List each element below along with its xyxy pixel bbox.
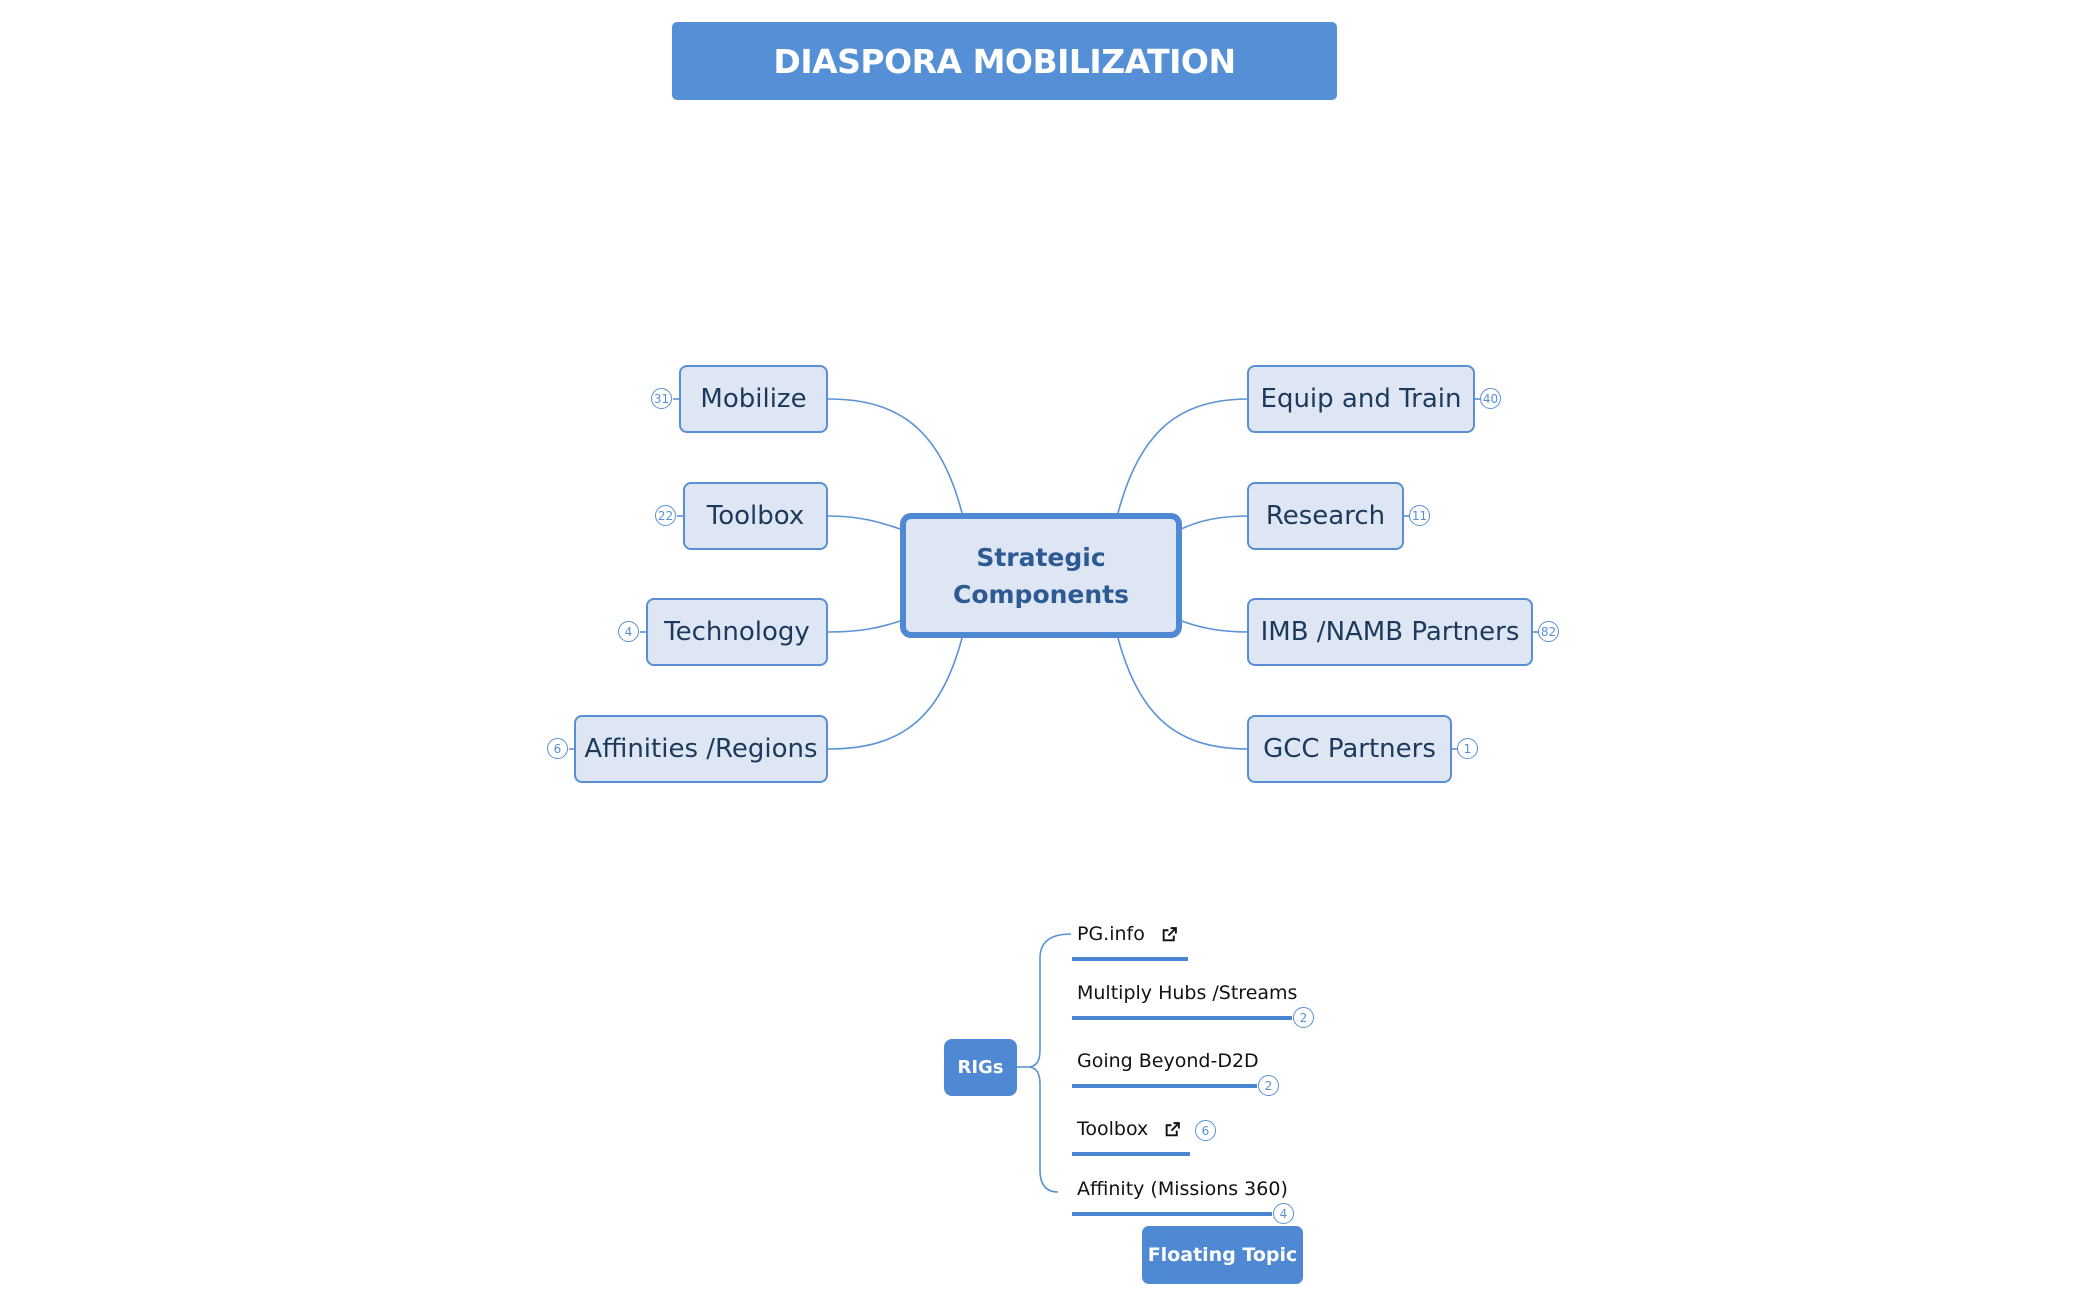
- count-badge-equip-train[interactable]: 40: [1480, 388, 1501, 409]
- rigs-bracket: [1027, 933, 1072, 1193]
- count-badge-affinities[interactable]: 6: [547, 738, 568, 759]
- connector-technology: [827, 619, 904, 633]
- topic-mobilize[interactable]: Mobilize: [679, 365, 828, 433]
- connector-equip-train: [1117, 398, 1250, 514]
- connector-research: [1178, 515, 1250, 531]
- count-badge-affinity[interactable]: 4: [1273, 1203, 1294, 1224]
- count-badge-mobilize[interactable]: 31: [651, 388, 672, 409]
- count-badge-research[interactable]: 11: [1409, 505, 1430, 526]
- topic-affinities-regions[interactable]: Affinities /Regions: [574, 715, 828, 783]
- topic-research[interactable]: Research: [1247, 482, 1404, 550]
- subtopic-toolbox[interactable]: Toolbox: [1077, 1114, 1181, 1144]
- subtopic-toolbox-label: Toolbox: [1077, 1118, 1149, 1140]
- topic-rigs[interactable]: RIGs: [944, 1039, 1017, 1096]
- count-badge-toolbox-sub[interactable]: 6: [1195, 1120, 1216, 1141]
- topic-gcc-partners[interactable]: GCC Partners: [1247, 715, 1452, 783]
- page-title-banner: DIASPORA MOBILIZATION: [672, 22, 1337, 100]
- central-topic[interactable]: Strategic Components: [900, 513, 1182, 638]
- connector-imb-namb: [1178, 619, 1250, 633]
- count-badge-toolbox[interactable]: 22: [655, 505, 676, 526]
- topic-equip-and-train[interactable]: Equip and Train: [1247, 365, 1475, 433]
- topic-imb-namb-partners[interactable]: IMB /NAMB Partners: [1247, 598, 1533, 666]
- central-topic-line2: Components: [952, 579, 1130, 609]
- subtopic-pg-info[interactable]: PG.info: [1077, 919, 1178, 949]
- count-badge-technology[interactable]: 4: [618, 621, 639, 642]
- connector-gcc: [1117, 637, 1250, 750]
- subtopic-affinity-missions[interactable]: Affinity (Missions 360): [1077, 1178, 1288, 1200]
- count-badge-multiply-hubs[interactable]: 2: [1293, 1007, 1314, 1028]
- connector-mobilize: [827, 398, 963, 514]
- connector-toolbox: [827, 515, 904, 531]
- subtopic-going-beyond-d2d[interactable]: Going Beyond-D2D: [1077, 1050, 1259, 1072]
- count-badge-gcc[interactable]: 1: [1457, 738, 1478, 759]
- count-badge-going-beyond[interactable]: 2: [1258, 1075, 1279, 1096]
- subtopic-pg-info-label: PG.info: [1077, 923, 1145, 945]
- count-badge-imb-namb[interactable]: 82: [1538, 621, 1559, 642]
- central-topic-line1: Strategic: [976, 542, 1106, 572]
- external-link-icon[interactable]: [1161, 926, 1178, 943]
- topic-technology[interactable]: Technology: [646, 598, 828, 666]
- connector-affinities: [827, 637, 963, 750]
- subtopic-multiply-hubs[interactable]: Multiply Hubs /Streams: [1077, 982, 1298, 1004]
- external-link-icon[interactable]: [1164, 1121, 1181, 1138]
- floating-topic[interactable]: Floating Topic: [1142, 1226, 1303, 1284]
- topic-toolbox[interactable]: Toolbox: [683, 482, 828, 550]
